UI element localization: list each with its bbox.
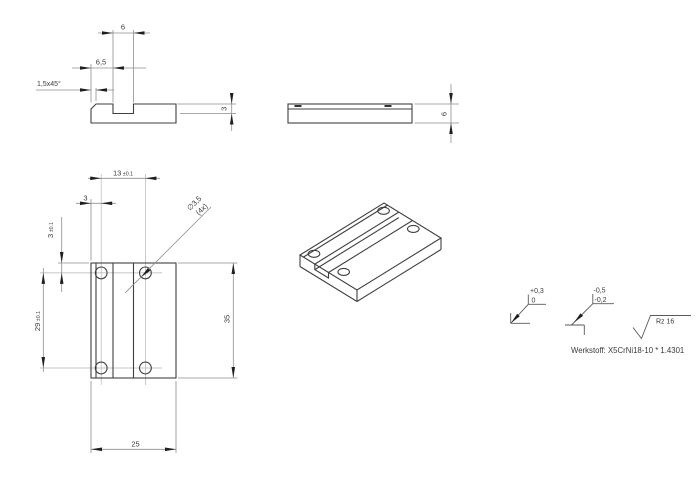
- iso-slot-end-notch: [314, 264, 330, 279]
- iso-slot-edges: [314, 211, 413, 273]
- iso-hole-2: [377, 206, 390, 215]
- iso-slot-bottom-edge: [314, 217, 400, 271]
- iso-hole-3: [337, 267, 351, 276]
- dim-hole-offset-y-label: 3±0.1: [46, 222, 55, 238]
- dim-chamfer-label: 1,5x45°: [37, 80, 61, 88]
- front-view-outline: [90, 103, 177, 124]
- hole-callout: ∅3,5(4x): [124, 194, 212, 294]
- edge-outer-plus-label: +0,3: [530, 288, 544, 295]
- hole-bottom-right: [138, 361, 152, 375]
- dim-hole-pitch-x-label: 13±0.1: [113, 169, 133, 178]
- edge-outer-corner-icon: [510, 313, 530, 324]
- hole-callout-label: ∅3,5(4x): [185, 194, 210, 219]
- roughness-label: Rz 16: [656, 319, 674, 326]
- dim-slot-width: 6: [98, 23, 150, 103]
- dim-length-label: 35: [223, 315, 232, 323]
- dim-hole-pitch-x: 13±0.1: [88, 169, 160, 181]
- dim-slot-width-label: 6: [121, 23, 125, 32]
- dim-hole-pitch-y: 29±0.1: [33, 268, 46, 372]
- dim-hole-offset-x-label: 3: [83, 194, 87, 203]
- plan-view: 13±0.1 3 3±0.1 29±0.1: [33, 169, 238, 453]
- surface-finish-icon: [632, 315, 691, 340]
- edge-tolerance-inner: -0,5 -0,2: [565, 288, 614, 335]
- iso-view: [298, 202, 443, 303]
- hole-bottom-left: [94, 361, 108, 375]
- material-note: Werkstoff: X5CrNi18-10 * 1.4301: [571, 346, 684, 355]
- dim-slot-offset: 6,5: [72, 58, 146, 103]
- edge-inner-upper-label: -0,5: [594, 288, 606, 295]
- dim-width: 25: [90, 381, 177, 453]
- dim-slot-depth-label: 3: [220, 107, 229, 111]
- dim-slot-depth: 3: [177, 93, 236, 131]
- dim-hole-offset-x: 3: [76, 194, 116, 261]
- iso-bottom-edges: [299, 249, 442, 303]
- dim-width-label: 25: [131, 440, 139, 449]
- edge-outer-zero-label: 0: [532, 298, 536, 305]
- dim-height: 6: [414, 84, 459, 143]
- plan-view-slot-edges: [95, 263, 135, 378]
- iso-vertical-edges: [299, 238, 442, 302]
- edge-tolerance-outer: +0,3 0: [510, 288, 546, 324]
- iso-hole-4: [406, 224, 420, 233]
- dim-hole-pitch-y-label: 29±0.1: [33, 311, 42, 331]
- edge-inner-corner-icon: [565, 324, 585, 335]
- hole-top-left: [94, 266, 108, 280]
- dim-length: 35: [178, 262, 238, 379]
- dim-hole-offset-y: 3±0.1: [46, 217, 89, 292]
- dim-height-label: 6: [440, 112, 449, 116]
- front-view: 6 6,5 1,5x45° 3: [36, 23, 236, 131]
- edge-inner-lower-label: -0,2: [595, 297, 607, 304]
- iso-chamfer-edge: [303, 204, 388, 258]
- dim-chamfer: 1,5x45°: [36, 80, 114, 101]
- roughness-note: Rz 16: [632, 315, 691, 340]
- hole-top-right: [138, 266, 152, 280]
- side-view: 6: [287, 84, 459, 143]
- hole-centerlines: [40, 174, 162, 385]
- iso-hole-1: [307, 249, 321, 258]
- side-view-outline: [287, 103, 413, 124]
- dim-slot-offset-label: 6,5: [96, 58, 106, 67]
